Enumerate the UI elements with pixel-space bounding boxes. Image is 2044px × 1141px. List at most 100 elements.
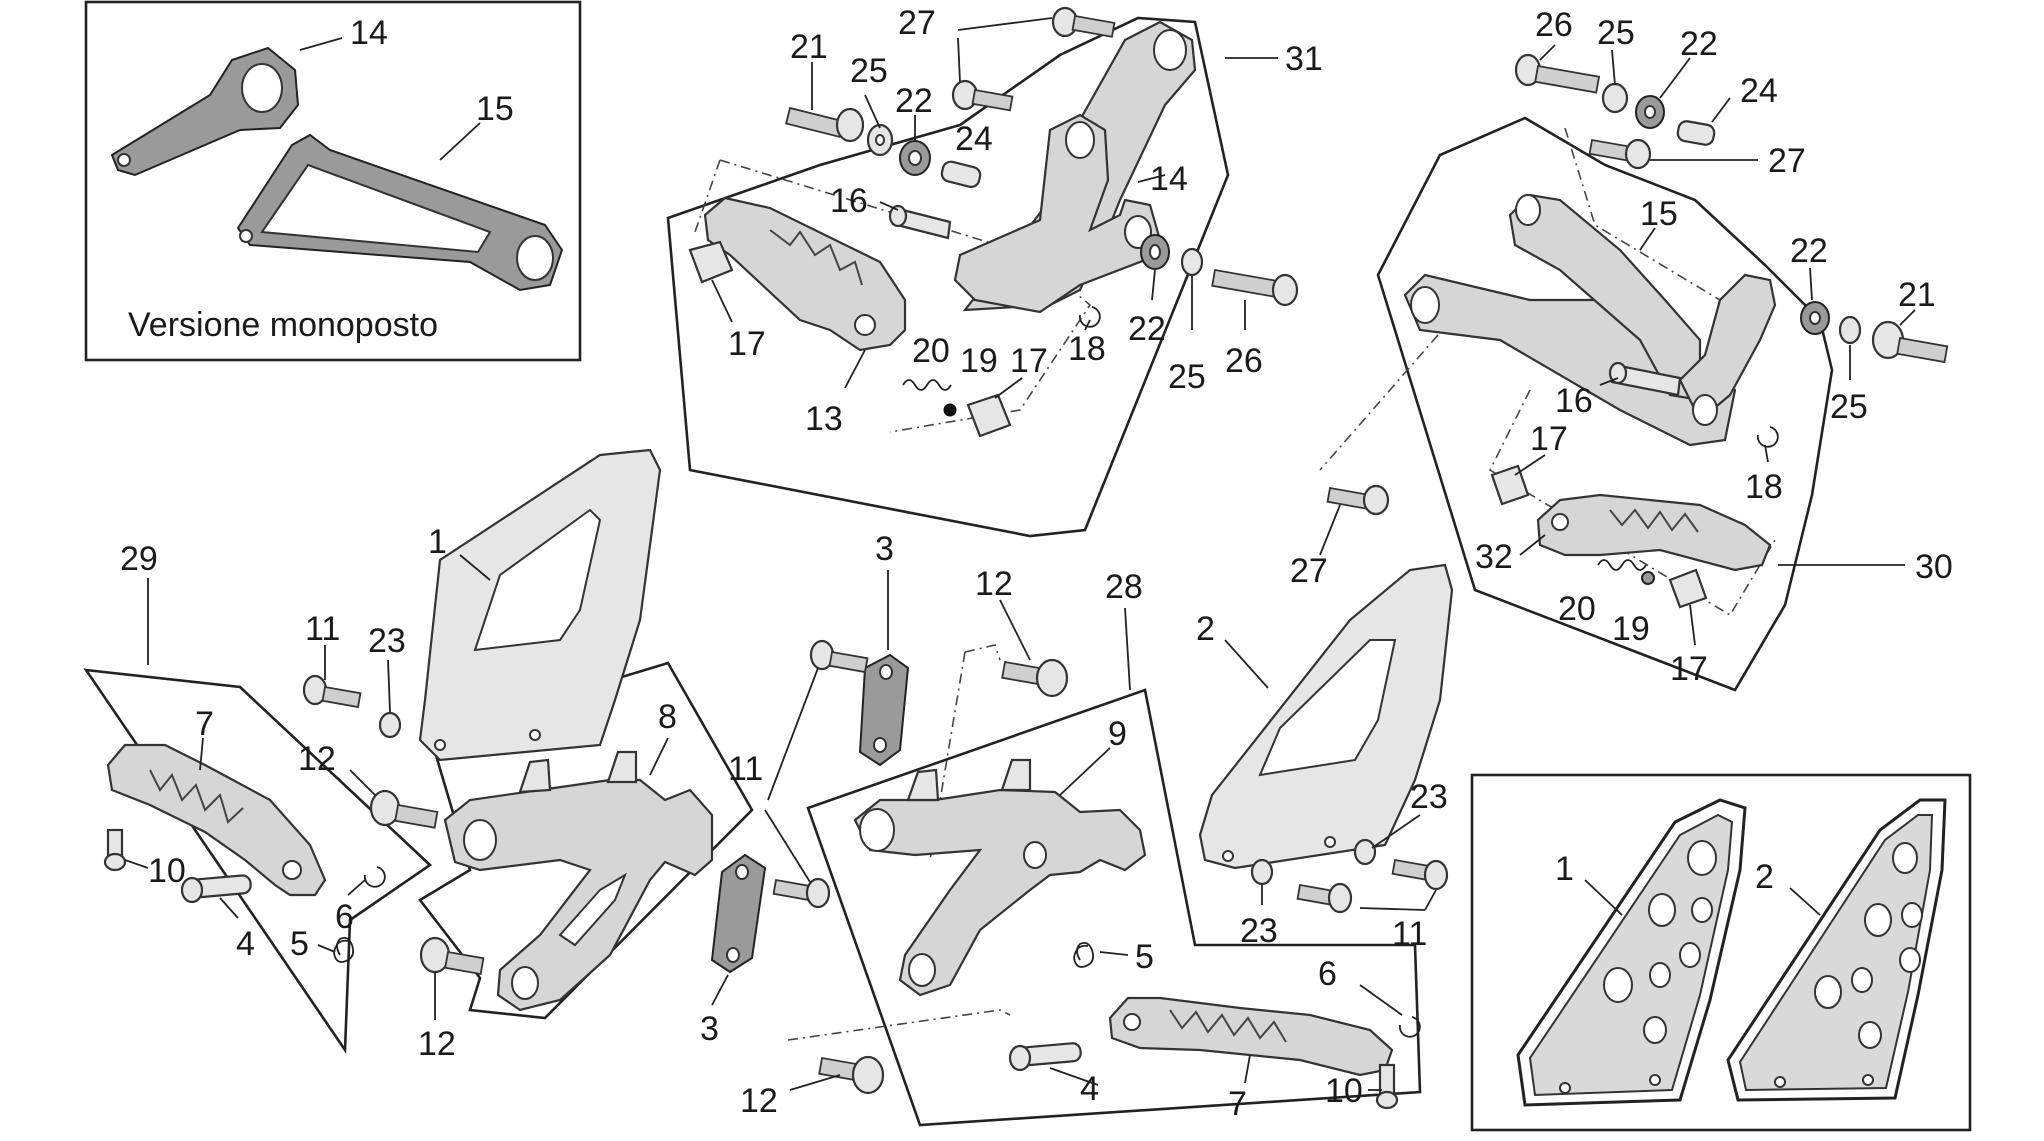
bracket-9-bore-a — [859, 808, 895, 852]
clip-17-right-a — [1490, 464, 1530, 506]
leader-14-inset — [299, 37, 343, 51]
callout-22-top: 22 — [895, 82, 933, 120]
bracket-9 — [853, 788, 1147, 997]
leader-11-right-b — [1424, 889, 1437, 911]
callout-28: 28 — [1105, 568, 1143, 606]
leader-25-top — [864, 94, 881, 129]
leader-11-center-b — [764, 809, 811, 883]
footpeg-13-hole — [854, 314, 876, 336]
ball-19 — [943, 403, 957, 417]
leader-4-left — [219, 897, 239, 919]
callout-18-top: 18 — [1068, 330, 1106, 368]
callout-17-left: 17 — [728, 325, 766, 363]
group-outlines — [83, 0, 1972, 1132]
leader-6-left — [347, 879, 366, 896]
group-29-outline — [83, 668, 433, 1054]
inset-plate-1-face — [1528, 813, 1734, 1097]
leader-21-rs — [1899, 309, 1916, 326]
leader-15-inset — [439, 122, 481, 161]
group-31-outline — [666, 16, 1230, 538]
callout-16-r: 16 — [1555, 382, 1593, 420]
callout-3-top: 3 — [875, 530, 894, 568]
leader-12-center-bottom — [789, 1074, 841, 1091]
leader-23-right-a — [1371, 814, 1421, 849]
bushing-22-top-right — [1635, 95, 1665, 129]
bushing-22-right — [1140, 234, 1170, 270]
link-3-top-hole-a — [879, 664, 893, 680]
callout-25-rs: 25 — [1830, 388, 1868, 426]
callout-20-top: 20 — [912, 332, 950, 370]
group-31-dash-2 — [694, 159, 721, 233]
circlip-18 — [1078, 306, 1101, 328]
bracket-9-bore-b — [908, 953, 936, 987]
leader-22-rs — [1809, 267, 1813, 301]
leader-28 — [1124, 607, 1131, 691]
bolt-12-left-a — [369, 789, 439, 829]
group-30-parts: 26 25 22 24 27 15 22 21 25 16 17 18 32 3… — [1290, 6, 1953, 688]
callout-4-center: 4 — [1080, 1070, 1099, 1108]
callout-24-tr: 24 — [1740, 72, 1778, 110]
callout-21-rs: 21 — [1898, 276, 1936, 314]
center-links: 3 3 11 12 12 — [700, 530, 1069, 1120]
callout-11-center: 11 — [728, 750, 763, 788]
callout-6-center: 6 — [1318, 955, 1337, 993]
callout-13: 13 — [805, 400, 843, 438]
circlip-6-left — [363, 866, 386, 888]
bolt-26-top-right — [1514, 53, 1601, 94]
callout-25-top: 25 — [850, 52, 888, 90]
callout-16-top: 16 — [830, 182, 868, 220]
bracket-9-bore-c — [1023, 841, 1047, 869]
callout-14-inset: 14 — [350, 14, 388, 52]
leader-14-mid — [1137, 174, 1166, 183]
bracket-15-window — [260, 163, 492, 254]
bracket-14-hole — [117, 153, 131, 167]
callout-25-tr: 25 — [1597, 14, 1635, 52]
washer-25-top-hole — [875, 134, 885, 146]
bracket-14 — [953, 113, 1162, 314]
leader-15-r — [1639, 227, 1656, 251]
callout-7-center: 7 — [1228, 1085, 1247, 1123]
callout-15-inset: 15 — [476, 90, 514, 128]
leader-1-inset — [1584, 879, 1623, 916]
leader-5-center — [1099, 951, 1129, 956]
leader-7-left — [199, 737, 204, 771]
footpeg-32 — [1536, 493, 1772, 572]
heel-plate-1-window — [473, 508, 602, 652]
callout-5-left: 5 — [290, 925, 309, 963]
footpeg-7-center — [1108, 996, 1394, 1077]
bolt-11-center-bottom — [772, 877, 831, 909]
group-29-right-outline — [418, 661, 754, 1020]
callout-27-tr: 27 — [1768, 142, 1806, 180]
footpeg-7-left-hole — [282, 860, 302, 880]
callout-1-inset: 1 — [1555, 850, 1574, 888]
callout-14: 14 — [1150, 160, 1188, 198]
group-29-parts: 29 7 11 23 12 8 10 6 4 5 12 — [103, 540, 714, 1063]
bolt-11-left — [302, 674, 362, 709]
bracket-15-bore — [516, 235, 554, 281]
callout-31: 31 — [1285, 40, 1323, 78]
inset-caption: Versione monoposto — [128, 306, 438, 344]
callout-23-right-b: 23 — [1240, 912, 1278, 950]
clip-17-right-b — [1668, 568, 1708, 609]
leader-13 — [844, 349, 866, 389]
leader-23-left — [387, 659, 391, 713]
callout-20-r: 20 — [1558, 590, 1596, 628]
bracket-8 — [443, 778, 714, 1012]
leader-18-r — [1764, 444, 1769, 463]
bolt-27-lower — [951, 79, 1014, 112]
spring-5-left — [333, 936, 355, 963]
bushing-22-top — [899, 140, 931, 176]
link-3-top — [858, 653, 910, 767]
callout-27-top: 27 — [898, 4, 936, 42]
callout-7-left: 7 — [195, 705, 214, 743]
callout-12-center-bottom: 12 — [740, 1082, 778, 1120]
clip-17-right — [966, 393, 1012, 438]
callout-2-inset: 2 — [1755, 858, 1774, 896]
group-30-dash-2 — [1319, 334, 1439, 471]
callout-23-left: 23 — [368, 622, 406, 660]
leader-16-mid — [879, 201, 899, 211]
heel-plate-2-hole-b — [1324, 836, 1336, 848]
pin-10-center — [1375, 1063, 1399, 1110]
footpeg-7-center-hole — [1123, 1013, 1141, 1031]
